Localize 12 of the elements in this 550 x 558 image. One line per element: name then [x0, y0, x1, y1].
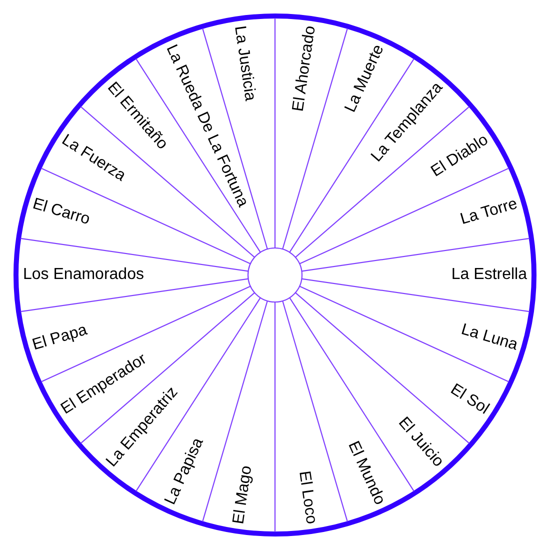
segment-label: La Luna — [458, 321, 520, 355]
segment-label: Los Enamorados — [23, 266, 144, 284]
segment-label: El Sol — [446, 381, 492, 419]
segment-label: La Estrella — [451, 266, 527, 284]
segment-label: La Torre — [458, 195, 520, 230]
segment-label: El Mundo — [343, 439, 388, 508]
segment-label: El Carro — [30, 195, 92, 230]
segment-label: El Loco — [294, 470, 320, 526]
segment-label: El Ahorcado — [290, 24, 320, 112]
segment-label: El Papa — [30, 322, 90, 354]
segment-label: La Justicia — [230, 24, 259, 102]
segment-label: El Mago — [230, 465, 256, 526]
